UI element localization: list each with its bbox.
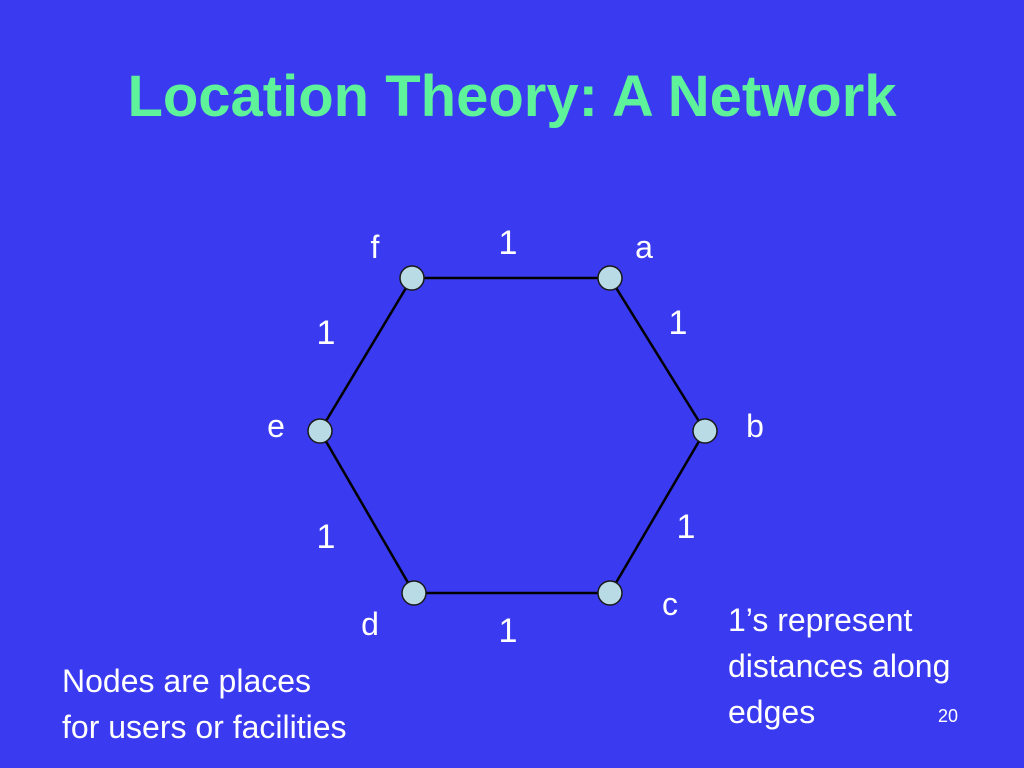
edge-weight-a-b: 1 xyxy=(669,304,688,342)
edge-weight-b-c: 1 xyxy=(677,508,696,546)
labels-group: 1 1 1 1 1 1 a b c d e f xyxy=(267,224,764,650)
node-a xyxy=(597,265,623,291)
note-distances-line-1: 1’s represent xyxy=(728,602,913,638)
edge-a-b xyxy=(608,277,707,432)
node-b xyxy=(692,418,718,444)
note-nodes: Nodes are places for users or facilities xyxy=(62,658,347,750)
note-nodes-line-2: for users or facilities xyxy=(62,709,347,745)
node-label-f: f xyxy=(371,229,380,265)
node-label-d: d xyxy=(361,606,379,642)
edge-weight-d-e: 1 xyxy=(317,518,336,556)
node-d xyxy=(401,580,427,606)
edges-group xyxy=(318,276,707,595)
node-label-b: b xyxy=(746,408,764,444)
note-distances: 1’s represent distances along edges xyxy=(728,597,950,735)
nodes-group xyxy=(307,265,718,606)
node-label-e: e xyxy=(267,408,285,444)
note-distances-line-2: distances along xyxy=(728,648,951,684)
node-c xyxy=(597,580,623,606)
note-distances-line-3: edges xyxy=(728,694,816,730)
edge-weight-f-a: 1 xyxy=(499,224,518,262)
edge-d-e xyxy=(318,430,416,594)
node-label-c: c xyxy=(662,586,678,622)
edge-weight-c-d: 1 xyxy=(499,612,518,650)
slide-title: Location Theory: A Network xyxy=(127,64,897,129)
edge-b-c xyxy=(608,430,707,594)
node-label-a: a xyxy=(635,229,653,265)
edge-weight-e-f: 1 xyxy=(317,314,336,352)
node-f xyxy=(399,265,425,291)
note-nodes-line-1: Nodes are places xyxy=(62,663,312,699)
page-number: 20 xyxy=(938,706,959,726)
node-e xyxy=(307,418,333,444)
edge-e-f xyxy=(318,277,414,432)
